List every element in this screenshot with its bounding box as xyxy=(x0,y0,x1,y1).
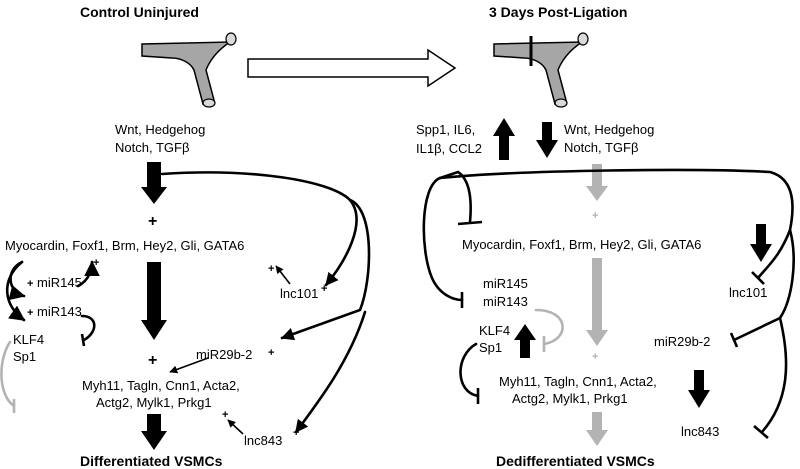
left-lnc843: lnc843 xyxy=(244,433,282,448)
left-markers-line2: Actg2, Mylk1, Prkg1 xyxy=(96,395,212,410)
right-cytokines-up-arrow xyxy=(493,118,515,160)
right-panel-title: 3 Days Post-Ligation xyxy=(489,4,627,20)
right-mir145: miR145 xyxy=(483,276,528,291)
right-tf-label: Myocardin, Foxf1, Brm, Hey2, Gli, GATA6 xyxy=(462,237,701,252)
left-plus-mir145: + xyxy=(27,278,33,290)
right-outcome: Dedifferentiated VSMCs xyxy=(496,453,655,469)
right-cytokines-line2: IL1β, CCL2 xyxy=(416,141,482,156)
left-plus-markers: + xyxy=(148,352,157,369)
left-klf4-grey-inhibit xyxy=(0,340,16,408)
right-plus-markers: + xyxy=(592,351,598,363)
right-cytokine-loop xyxy=(422,176,464,302)
left-lnc101-to-tf xyxy=(275,265,291,285)
right-sp1: Sp1 xyxy=(479,340,502,355)
right-plus-tf: + xyxy=(592,210,598,222)
left-tf-arrow xyxy=(141,262,167,340)
left-signals-line2: Notch, TGFβ xyxy=(115,140,189,155)
left-loop-mir145-to-tf xyxy=(76,260,100,288)
left-plus-mir29b: + xyxy=(268,347,274,359)
left-plus-tf-mir: + xyxy=(93,257,99,269)
right-markers-line2: Actg2, Mylk1, Prkg1 xyxy=(512,391,628,406)
left-signal-to-mir29b xyxy=(280,198,371,341)
left-outcome: Differentiated VSMCs xyxy=(80,453,223,469)
left-lnc101: lnc101 xyxy=(280,286,318,301)
left-plus-tf: + xyxy=(148,213,157,230)
left-tf-label: Myocardin, Foxf1, Brm, Hey2, Gli, GATA6 xyxy=(5,238,244,253)
right-lnc101: lnc101 xyxy=(729,285,767,300)
left-plus-lnc101: + xyxy=(321,283,327,295)
uninjured-artery-icon xyxy=(141,32,237,108)
right-grey-outcome-arrow xyxy=(586,412,608,446)
left-mir29b: miR29b-2 xyxy=(196,347,252,362)
right-mir143-grey-inhibit xyxy=(534,308,564,346)
right-markers-line1: Myh11, Tagln, Cnn1, Acta2, xyxy=(499,374,657,389)
left-signal-arrow xyxy=(141,162,167,204)
right-signals-line1: Wnt, Hedgehog xyxy=(564,122,654,137)
left-signal-to-lnc101 xyxy=(160,171,358,287)
right-cytokines-line1: Spp1, IL6, xyxy=(416,122,475,137)
right-loop-to-lnc101 xyxy=(438,168,794,280)
right-mir29b: miR29b-2 xyxy=(654,334,710,349)
transition-arrow xyxy=(247,48,457,88)
left-signal-to-lnc843 xyxy=(294,310,367,434)
left-klf4: KLF4 xyxy=(13,332,44,347)
left-mir143-inhibit-klf4 xyxy=(80,314,96,342)
right-grey-signal-arrow xyxy=(586,164,608,201)
right-markers-down-arrow xyxy=(688,370,710,408)
left-loop-tf-to-mir143 xyxy=(5,260,26,322)
right-cytokine-to-tf xyxy=(438,170,472,224)
right-klf4-up-arrow xyxy=(514,324,536,358)
left-panel-title: Control Uninjured xyxy=(80,4,199,20)
right-signals-line2: Notch, TGFβ xyxy=(564,140,638,155)
right-klf4-inhibit-markers xyxy=(459,342,480,398)
left-plus-mir143: + xyxy=(27,307,33,319)
right-inhib-tf xyxy=(457,220,483,226)
right-gata6-down-arrow xyxy=(750,224,772,262)
left-lnc843-to-markers xyxy=(227,419,244,435)
left-signals-line1: Wnt, Hedgehog xyxy=(115,122,205,137)
left-markers-line1: Myh11, Tagln, Cnn1, Acta2, xyxy=(82,378,240,393)
left-mir145: miR145 xyxy=(37,275,82,290)
left-plus-lnc843-markers: + xyxy=(222,409,228,421)
left-outcome-arrow xyxy=(141,414,167,450)
right-signals-down-arrow xyxy=(536,122,558,158)
right-lnc843: lnc843 xyxy=(681,424,719,439)
left-plus-lnc101-tf: + xyxy=(268,263,274,275)
ligated-artery-icon xyxy=(493,32,589,108)
left-mir29b-to-markers xyxy=(169,357,209,374)
left-sp1: Sp1 xyxy=(13,349,36,364)
left-mir143: miR143 xyxy=(37,304,82,319)
right-mir143: miR143 xyxy=(483,294,528,309)
right-loop-to-lnc843 xyxy=(760,316,788,434)
right-klf4: KLF4 xyxy=(479,323,510,338)
right-grey-tf-arrow xyxy=(586,258,608,346)
